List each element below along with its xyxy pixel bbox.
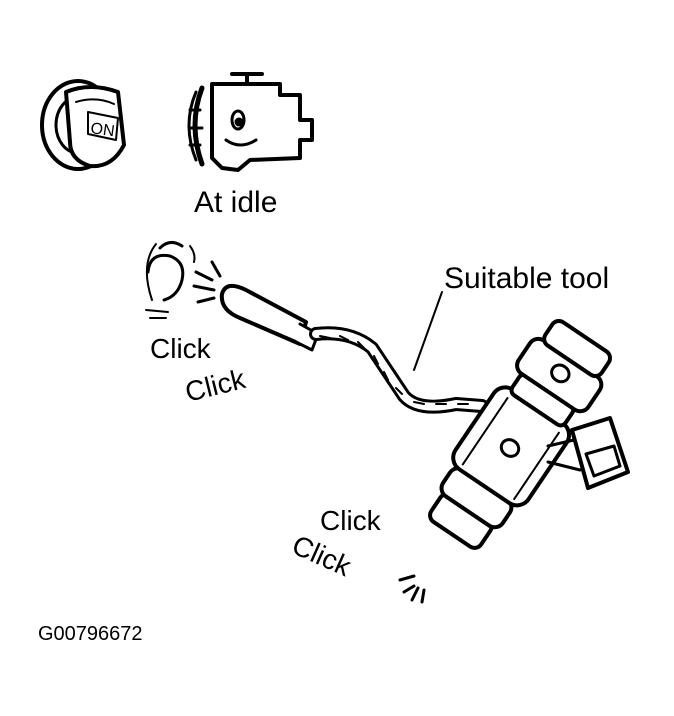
click-label-4: Click xyxy=(288,529,357,582)
figure-id: G00796672 xyxy=(38,623,143,645)
sound-lines-left xyxy=(192,260,222,304)
click-label-2: Click xyxy=(182,363,249,408)
click-label-3: Click xyxy=(320,505,382,536)
fuel-injector xyxy=(428,319,630,550)
tool-leader-line xyxy=(413,291,443,371)
tool-label: Suitable tool xyxy=(444,262,609,295)
suitable-tool xyxy=(219,283,489,414)
sound-lines-injector xyxy=(398,574,426,604)
engine-idle-icon xyxy=(187,72,314,172)
key-on-label: ON xyxy=(89,120,115,140)
ignition-key-icon: ON xyxy=(40,79,126,171)
ear-icon xyxy=(145,241,196,319)
click-label-1: Click xyxy=(150,333,212,364)
engine-caption: At idle xyxy=(194,186,277,219)
